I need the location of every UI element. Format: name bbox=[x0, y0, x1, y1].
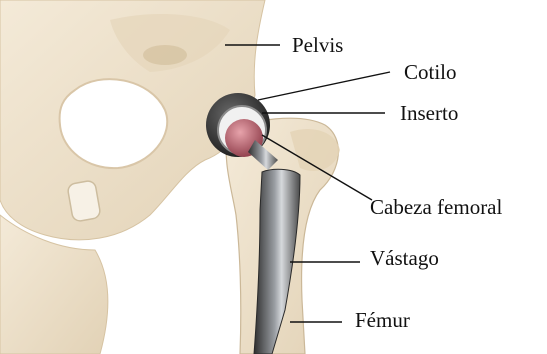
label-vastago: Vástago bbox=[370, 248, 439, 269]
label-femur: Fémur bbox=[355, 310, 410, 331]
label-inserto: Inserto bbox=[400, 103, 458, 124]
label-pelvis: Pelvis bbox=[292, 35, 343, 56]
label-cotilo: Cotilo bbox=[404, 62, 457, 83]
obturator-foramen bbox=[60, 79, 168, 168]
label-cabeza-femoral: Cabeza femoral bbox=[370, 197, 502, 218]
pubic-symphysis bbox=[67, 180, 101, 222]
